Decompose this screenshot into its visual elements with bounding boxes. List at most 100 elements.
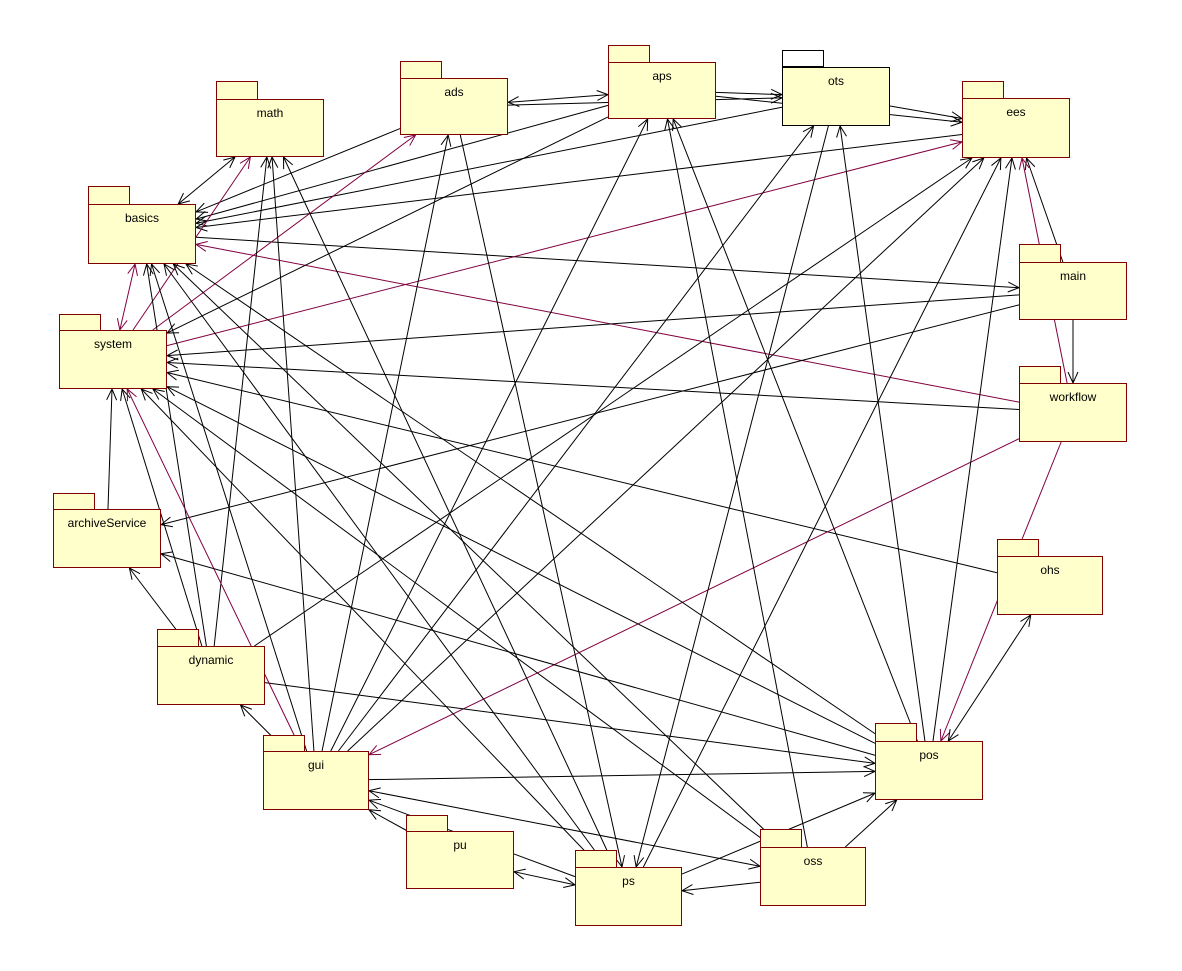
dependency-gui-ees	[347, 157, 985, 752]
arrowhead-gui	[367, 798, 382, 810]
package-workflow[interactable]: workflow	[1019, 366, 1127, 442]
dependency-pos-archiveService	[160, 553, 876, 756]
dependency-oss-ps	[681, 881, 761, 892]
arrowhead-basics	[194, 220, 208, 232]
package-tab	[88, 186, 130, 205]
dependency-pos-system	[166, 386, 876, 744]
arrowhead-ads	[403, 134, 417, 146]
dependency-gui-pos	[368, 770, 876, 781]
arrowhead-math	[223, 156, 236, 169]
arrowhead-system	[165, 369, 179, 381]
arrowhead-gui	[367, 809, 382, 820]
dependency-system-ads	[152, 134, 416, 331]
dependency-dynamic-pos	[264, 682, 876, 764]
arrowhead-ees	[1024, 156, 1036, 171]
package-oss[interactable]: oss	[760, 829, 866, 906]
dependency-ps-system	[140, 388, 601, 868]
package-label: ads	[444, 85, 464, 99]
dependency-gui-aps	[330, 118, 649, 752]
package-tab	[608, 45, 650, 63]
dependency-aps-ots	[715, 91, 783, 96]
package-body: ees	[962, 98, 1070, 158]
package-label: ees	[1006, 105, 1026, 119]
package-archiveservice[interactable]: archiveService	[53, 493, 161, 568]
package-ots[interactable]: ots	[782, 50, 890, 126]
package-tab	[962, 81, 1004, 99]
package-body: math	[216, 99, 324, 157]
arrowhead-basics	[127, 262, 138, 276]
package-math[interactable]: math	[216, 81, 324, 157]
dependency-workflow-basics	[195, 243, 1020, 403]
package-tab	[782, 50, 824, 68]
package-label: ots	[827, 74, 844, 88]
dependency-ps-math	[283, 156, 616, 868]
package-body: pu	[406, 831, 514, 889]
arrowhead-system	[126, 387, 137, 402]
package-gui[interactable]: gui	[263, 735, 369, 810]
arrowhead-system	[165, 357, 179, 369]
package-pu[interactable]: pu	[406, 815, 514, 889]
arrowhead-dynamic	[239, 704, 252, 717]
dependency-ohs-system	[166, 372, 998, 574]
arrowhead-system	[151, 388, 165, 400]
package-tab	[53, 493, 95, 510]
package-label: system	[93, 337, 132, 351]
package-main[interactable]: main	[1019, 244, 1127, 320]
package-aps[interactable]: aps	[608, 45, 716, 119]
package-label: math	[256, 106, 284, 120]
dependency-main-archiveService	[160, 304, 1020, 526]
package-ees[interactable]: ees	[962, 81, 1070, 158]
package-pos[interactable]: pos	[875, 723, 983, 800]
package-body: ads	[400, 78, 508, 135]
package-tab	[760, 829, 802, 848]
package-body: oss	[760, 847, 866, 906]
arrowhead-gui	[367, 745, 382, 756]
arrowhead-basics	[163, 263, 175, 276]
package-system[interactable]: system	[59, 314, 167, 389]
dependency-ads-aps	[507, 94, 609, 103]
dependency-pos-aps	[672, 118, 918, 742]
package-tab	[400, 61, 442, 79]
arrowhead-aps	[672, 117, 683, 132]
dependency-oss-system	[152, 388, 774, 848]
dependency-aps-system	[166, 116, 609, 334]
dependency-gui-oss	[368, 790, 761, 867]
package-label: basics	[124, 211, 159, 225]
package-ps[interactable]: ps	[575, 850, 682, 926]
package-tab	[1019, 366, 1061, 384]
dependency-ots-ees	[889, 105, 963, 120]
arrowhead-ps	[680, 884, 694, 895]
arrowhead-ees	[991, 156, 1002, 171]
arrowhead-basics	[149, 262, 161, 277]
arrowhead-system	[165, 386, 180, 397]
package-body: ots	[782, 67, 890, 126]
package-ohs[interactable]: ohs	[997, 539, 1103, 615]
arrowhead-ees	[1018, 156, 1030, 170]
package-label: oss	[803, 854, 823, 868]
package-dynamic[interactable]: dynamic	[157, 629, 265, 705]
arrowhead-pu	[512, 868, 526, 880]
package-basics[interactable]: basics	[88, 186, 196, 264]
package-tab	[59, 314, 101, 331]
package-tab	[875, 723, 917, 742]
arrowhead-ads	[440, 133, 452, 147]
package-body: dynamic	[157, 646, 265, 705]
dependency-gui-ads	[321, 134, 449, 752]
dependency-pos-basics	[185, 263, 887, 742]
arrowhead-math	[267, 155, 279, 169]
dependency-system-ees	[166, 141, 963, 347]
package-tab	[1019, 244, 1061, 263]
package-ads[interactable]: ads	[400, 61, 508, 135]
arrowhead-ees	[959, 157, 973, 169]
arrowhead-archiveService	[159, 551, 174, 562]
package-body: aps	[608, 62, 716, 119]
package-label: workflow	[1049, 390, 1097, 404]
arrowhead-system	[165, 349, 179, 361]
dependency-dynamic-ees	[254, 157, 973, 647]
arrowhead-system	[165, 323, 180, 334]
package-body: ps	[575, 867, 682, 926]
package-label: archiveService	[67, 516, 147, 530]
dependency-basics-main	[195, 236, 1020, 289]
